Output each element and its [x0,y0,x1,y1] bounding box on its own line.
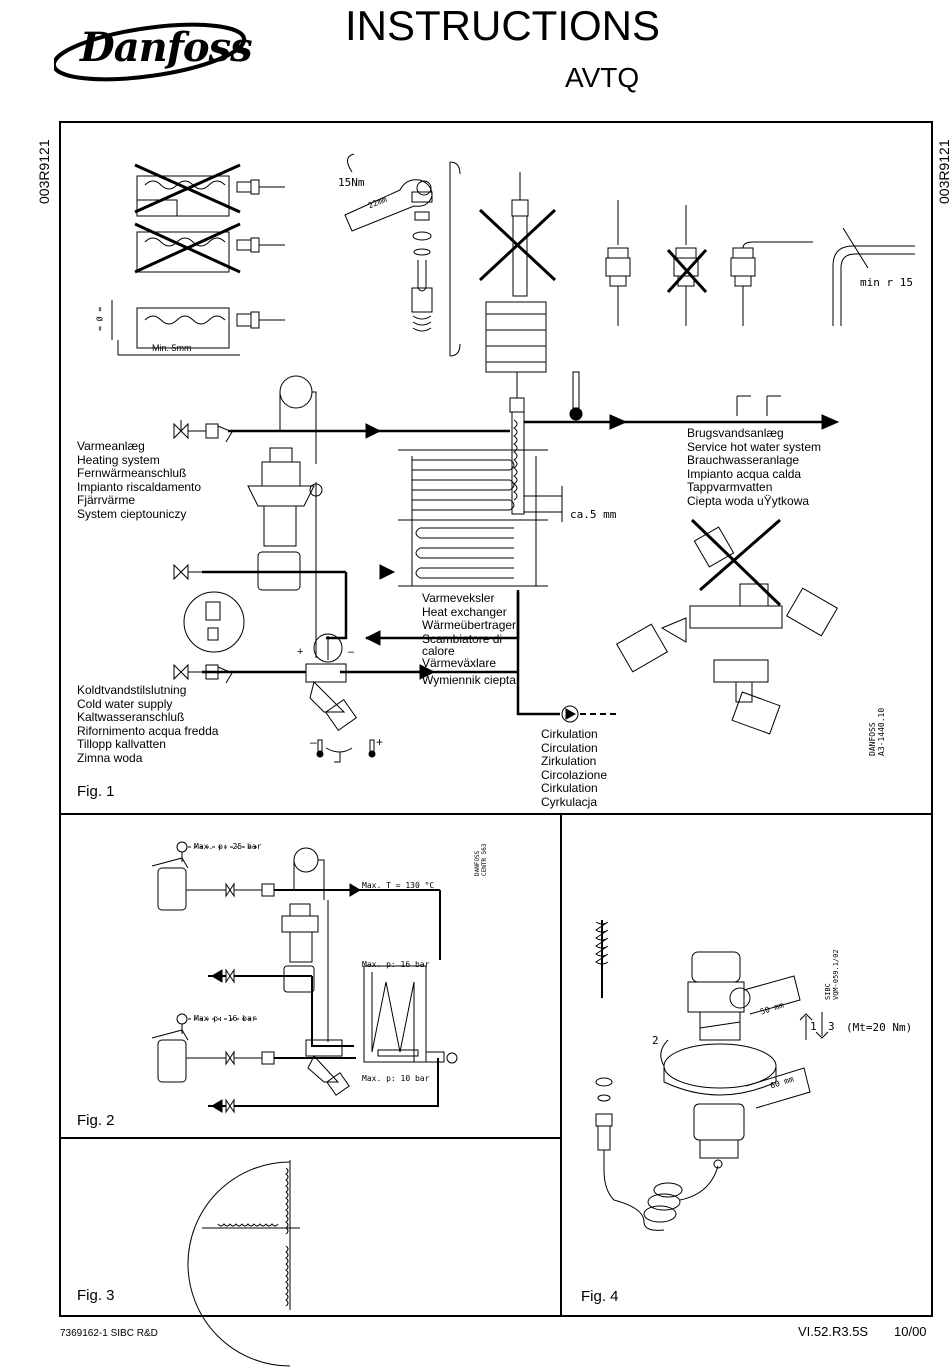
fig4-stamp-code: VQM-059.1/02 [832,949,840,1000]
circulation-labels: Cirkulation Circulation Zirkulation Circ… [541,727,608,810]
hot-label-it: Impianto acqua calda [687,466,802,481]
fig1-stamp-code: A3-1440.10 [877,707,886,756]
heating-label-de: Fernwärmeanschluß [77,466,187,481]
circ-label-pl: Cyrkulacja [541,794,598,809]
fig3-caption: Fig. 3 [77,1287,115,1304]
hot-label-pl: Ciepta woda uŸytkowa [687,493,810,508]
cold-label-de: Kaltwasseranschluß [77,710,185,725]
gap-label: ca.5 mm [570,508,617,521]
heat-exchanger [398,449,548,587]
circ-label-sv: Cirkulation [541,781,598,796]
exchanger-label-it-2: calore [422,644,455,659]
sensor-wrong-1 [134,163,285,217]
min-radius-label: min r 15 [860,276,913,289]
fig2-stamp-name: DANFOSS [474,850,481,876]
fig2-t-max: Max. T = 130 °C [362,881,435,890]
fig2-p-bottom: Max p: 16 bar [194,1014,257,1023]
fig4-frame [560,813,933,1317]
fig4-stamp-name: SIBC [824,983,832,1000]
hot-label-de: Brauchwasseranlage [687,453,800,468]
plus-mark-2: + [376,735,384,749]
fig3-sensor-positions [187,1160,300,1367]
fig2-stamp: DANFOSS CENTR 563 [474,843,488,876]
fig2-p-hx: Max. p: 16 bar [362,960,430,969]
exchanger-labels: Varmeveksler Heat exchanger Wärmeübertra… [422,591,517,688]
sensor-bend-examples [605,200,915,326]
fig4-step-3: 3 [828,1020,835,1033]
valve-cold [173,663,189,681]
circ-label-da: Cirkulation [541,727,598,741]
sensor-wrong-2 [134,222,285,274]
fig4-caption: Fig. 4 [581,1288,619,1305]
fig2-p-out: Max. p: 10 bar [362,1074,430,1083]
fig4-assembly [595,920,829,1231]
heating-system-labels: Varmeanlæg Heating system Fernwärmeansch… [77,439,202,522]
cold-water-labels: Koldtvandstilslutning Cold water supply … [77,683,219,766]
hot-label-en: Service hot water system [687,439,822,454]
fig1-stamp-name: DANFOSS [868,722,877,756]
fig4-torque: (Mt=20 Nm) [846,1021,913,1034]
avtq-controller [183,375,376,763]
valve-return [173,563,189,581]
exchanger-label-en: Heat exchanger [422,604,507,619]
cold-label-it: Rifornimento acqua fredda [77,723,219,738]
circ-label-en: Circulation [541,740,598,755]
fig2-stamp-code: CENTR 563 [481,843,488,876]
heating-label-en: Heating system [77,452,160,467]
cold-label-pl: Zimna woda [77,750,143,765]
heating-label-sv: Fjärrvärme [77,493,136,508]
minus-mark: – [348,646,355,658]
sensor-wrong-vertical [478,172,557,297]
diameter-label: = Ø = [95,306,105,331]
fig2-caption: Fig. 2 [77,1112,115,1129]
footer-left: 7369162-1 SIBC R&D [60,1328,158,1339]
circ-label-it: Circolazione [541,767,608,782]
fig4-step-2: 2 [652,1034,659,1047]
minus-mark-2: – [310,735,317,749]
torque-label: 15Nm [338,176,365,189]
hot-label-sv: Tappvarmvatten [687,480,773,495]
valve-heating-in [173,420,189,440]
cold-label-da: Koldtvandstilslutning [77,683,187,697]
fig4-step-1: 1 [810,1020,817,1033]
exchanger-top [485,301,547,373]
danfoss-logo: Danfoss [54,12,254,82]
cold-label-en: Cold water supply [77,696,173,711]
min-bend-label: Min. 5mm [152,343,192,353]
hot-label-da: Brugsvandsanlæg [687,426,784,440]
hot-water-labels: Brugsvandsanlæg Service hot water system… [687,426,822,509]
exchanger-label-de: Wärmeübertrager [422,618,517,633]
footer-code: VI.52.R3.5S [798,1324,869,1339]
exchanger-label-sv: Värmeväxlare [422,656,497,671]
exchanger-label-da: Varmeveksler [422,591,495,605]
page-title: INSTRUCTIONS [345,2,660,49]
valve-assembly-right [615,518,839,735]
fig1-caption: Fig. 1 [77,783,115,800]
doc-code-right: 003R9121 [936,139,950,204]
fig1-stamp: DANFOSS A3-1440.10 [868,708,886,756]
heating-label-pl: System cieptouniczy [77,506,187,521]
fig3-frame [59,1137,562,1317]
exchanger-label-pl: Wymiennik ciepta [422,672,516,687]
fig2-schematic [151,841,458,1114]
circ-label-de: Zirkulation [541,754,597,769]
plus-mark: + [297,646,304,658]
exchanger-label-it: Scambiatore di [422,631,503,646]
heating-label-it: Impianto riscaldamento [77,479,202,494]
cold-label-sv: Tillopp kallvatten [77,737,166,752]
page-subtitle: AVTQ [565,62,640,93]
heating-label-da: Varmeanlæg [77,439,145,453]
wrench-15nm [344,153,433,232]
fig2-p-top: Max. p: 25 bar [194,842,262,851]
fig4-stamp: SIBC VQM-059.1/02 [824,949,840,1000]
sensor-correct [111,300,285,356]
footer-date: 10/00 [894,1324,927,1339]
logo-text: Danfoss [80,24,253,71]
doc-code-left: 003R9121 [36,139,52,204]
